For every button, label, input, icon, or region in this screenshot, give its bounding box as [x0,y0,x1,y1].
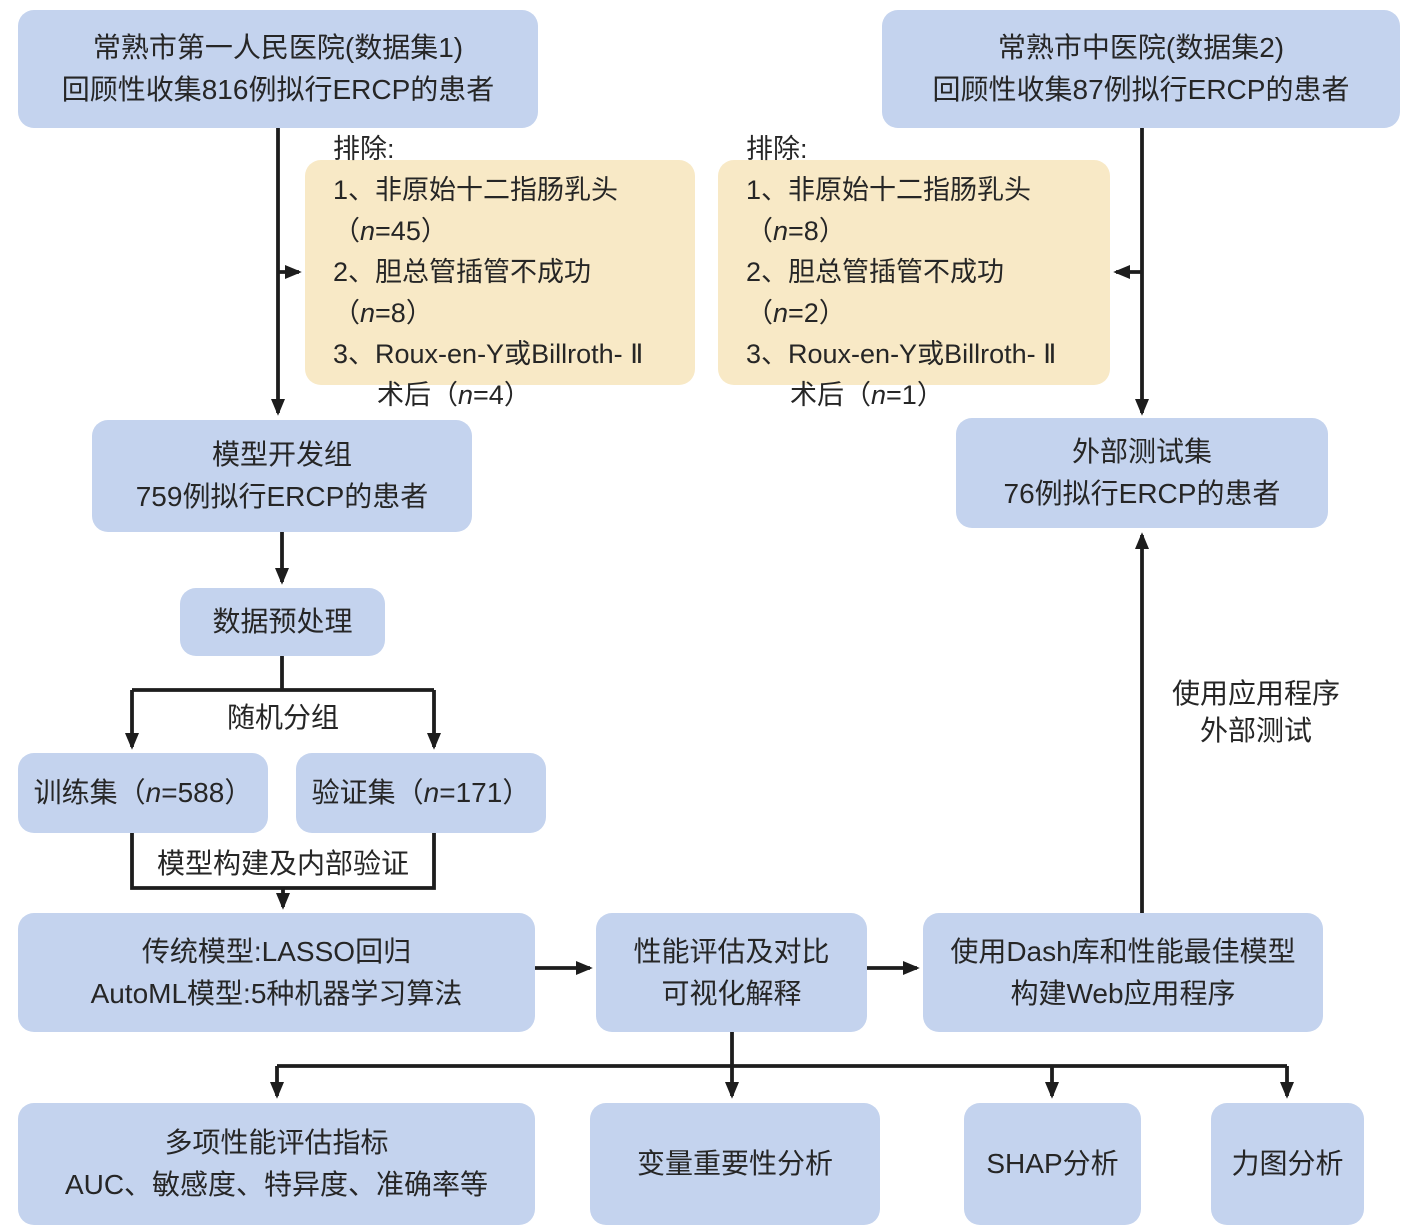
dev-group-patients: 759例拟行ERCP的患者 [135,481,429,512]
shap-label: SHAP分析 [986,1148,1119,1179]
split-branch-line [132,656,434,692]
metrics-line2: AUC、敏感度、特异度、准确率等 [64,1169,489,1200]
webapp-line2: 构建Web应用程序 [1010,977,1236,1009]
evaluation-line2: 可视化解释 [661,977,802,1009]
box-shap: SHAP分析 [964,1103,1141,1225]
box-validation-set: 验证集（n=171） [296,753,546,833]
preprocess-label: 数据预处理 [212,606,353,637]
exclusion2-title: 排除: [746,133,808,164]
dataset2-patients: 回顾性收集87例拟行ERCP的患者 [932,74,1350,105]
dev-group-title: 模型开发组 [211,439,352,470]
exclusion2-item2: 2、胆总管插管不成功（n=2） [746,256,1005,329]
box-evaluation: 性能评估及对比 可视化解释 [596,913,867,1032]
box-train-set: 训练集（n=588） [18,753,268,833]
box-models: 传统模型:LASSO回归 AutoML模型:5种机器学习算法 [18,913,535,1032]
box-webapp: 使用Dash库和性能最佳模型 构建Web应用程序 [923,913,1323,1032]
external-test-title: 外部测试集 [1071,436,1212,467]
force-plot-label: 力图分析 [1231,1148,1344,1179]
models-automl: AutoML模型:5种机器学习算法 [90,977,463,1009]
metrics-line1: 多项性能评估指标 [164,1127,389,1158]
app-test-line2: 外部测试 [1199,714,1312,746]
dataset2-hospital: 常熟市中医院(数据集2) [997,32,1285,63]
train-set-label: 训练集（n=588） [33,777,253,808]
box-exclusion2: 排除: 1、非原始十二指肠乳头（n=8） 2、胆总管插管不成功（n=2） 3、R… [718,134,1110,410]
webapp-line1: 使用Dash库和性能最佳模型 [950,935,1296,967]
exclusion1-item3-cont: 术后（n=4） [377,380,531,411]
validation-set-label: 验证集（n=171） [311,777,531,808]
box-exclusion1: 排除: 1、非原始十二指肠乳头（n=45） 2、胆总管插管不成功（n=8） 3、… [305,134,695,410]
box-dataset2: 常熟市中医院(数据集2) 回顾性收集87例拟行ERCP的患者 [882,10,1400,128]
exclusion1-item3: 3、Roux-en-Y或Billroth- Ⅱ [333,339,644,370]
model-build-label: 模型构建及内部验证 [156,848,409,879]
exclusion1-item2: 2、胆总管插管不成功（n=8） [333,256,592,329]
box-metrics: 多项性能评估指标 AUC、敏感度、特异度、准确率等 [18,1103,535,1225]
box-dataset1: 常熟市第一人民医院(数据集1) 回顾性收集816例拟行ERCP的患者 [18,10,538,128]
exclusion2-item3: 3、Roux-en-Y或Billroth- Ⅱ [746,339,1057,370]
evaluation-line1: 性能评估及对比 [633,935,830,967]
external-test-patients: 76例拟行ERCP的患者 [1003,478,1281,509]
box-force-plot: 力图分析 [1211,1103,1364,1225]
exclusion1-title: 排除: [333,133,395,164]
box-preprocess: 数据预处理 [180,588,385,656]
box-dev-group: 模型开发组 759例拟行ERCP的患者 [92,420,472,532]
exclusion1-item1: 1、非原始十二指肠乳头（n=45） [333,174,619,246]
exclusion2-item3-cont: 术后（n=1） [790,380,944,411]
exclusion2-item1: 1、非原始十二指肠乳头（n=8） [746,174,1032,246]
box-var-importance: 变量重要性分析 [590,1103,880,1225]
random-split-label: 随机分组 [226,702,339,733]
box-external-test: 外部测试集 76例拟行ERCP的患者 [956,418,1328,528]
app-test-line1: 使用应用程序 [1171,678,1340,709]
models-traditional: 传统模型:LASSO回归 [141,935,412,967]
var-importance-label: 变量重要性分析 [636,1148,833,1179]
dataset1-patients: 回顾性收集816例拟行ERCP的患者 [61,74,495,105]
app-test-label: 使用应用程序 外部测试 [1156,676,1356,750]
dataset1-hospital: 常熟市第一人民医院(数据集1) [92,32,464,63]
